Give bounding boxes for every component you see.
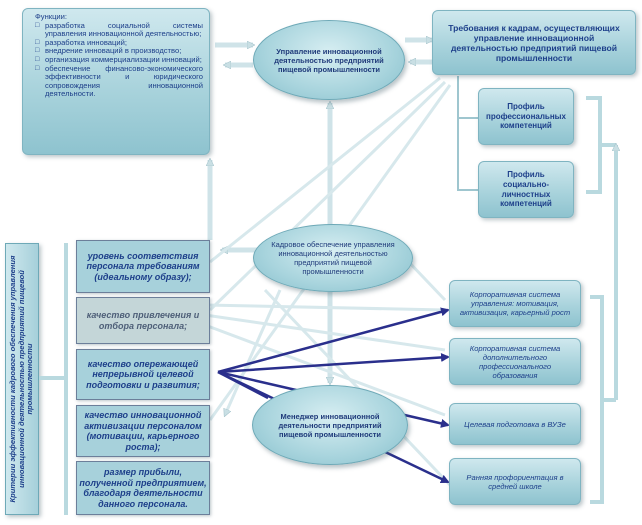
functions-box: Функции: разработка социальной системы у… <box>22 8 210 155</box>
management-ellipse-text: Управление инновационной деятельностью п… <box>274 46 384 74</box>
functions-item: внедрение инноваций в производство; <box>35 47 203 56</box>
corporate-education-box: Корпоративная система дополнительного пр… <box>449 338 581 385</box>
functions-item: разработка социальной системы управления… <box>35 21 203 39</box>
functions-list: разработка социальной системы управления… <box>35 21 203 99</box>
criteria-text: размер прибыли, полученной предприятием,… <box>79 467 207 509</box>
staffing-ellipse-text: Кадровое обеспечение управления инноваци… <box>271 240 395 276</box>
profile-connectors <box>457 76 478 191</box>
connector-to-profile-social <box>457 118 478 191</box>
line-quality-to-education <box>204 313 446 352</box>
criteria-text: качество опережающей непрерывной целевой… <box>86 358 200 390</box>
right-box-text: Корпоративная система управления: мотива… <box>459 290 571 317</box>
management-ellipse: Управление инновационной деятельностью п… <box>253 20 405 100</box>
criteria-vertical-box: Критерии эффективности кадрового обеспеч… <box>5 243 39 515</box>
bracket-profiles <box>586 96 602 194</box>
manager-ellipse-text: Менеджер инновационной деятельности пред… <box>278 411 382 439</box>
bracket-right-boxes <box>590 295 604 504</box>
line-quality-to-corporate <box>204 303 446 312</box>
early-orientation-box: Ранняя профориентация в средней школе <box>449 458 581 505</box>
functions-item: обеспечение финансово-экономического эфф… <box>35 64 203 99</box>
profile-professional-text: Профиль профессиональных компетенций <box>486 102 566 131</box>
criteria-text: качество привлечения и отбора персонала; <box>86 310 200 331</box>
criteria-column-link <box>39 376 64 380</box>
right-box-text: Целевая подготовка в ВУЗе <box>464 419 566 429</box>
functions-title: Функции: <box>35 12 68 21</box>
connector-to-profile-pro <box>457 76 478 119</box>
criteria-box-2: качество привлечения и отбора персонала; <box>76 297 210 344</box>
criteria-box-1: уровень соответствия персонала требовани… <box>76 240 210 293</box>
criteria-vertical-text: Критерии эффективности кадрового обеспеч… <box>7 255 35 503</box>
arrow-training-to-education <box>217 352 450 374</box>
right-box-text: Корпоративная система дополнительного пр… <box>469 343 561 380</box>
line-training-to-manager <box>217 370 269 400</box>
criteria-box-4: качество инновационной активизации персо… <box>76 405 210 457</box>
staffing-ellipse: Кадровое обеспечение управления инноваци… <box>253 224 413 292</box>
right-box-text: Ранняя профориентация в средней школе <box>466 472 564 491</box>
criteria-text: уровень соответствия персонала требовани… <box>86 250 200 282</box>
criteria-box-5: размер прибыли, полученной предприятием,… <box>76 461 210 515</box>
requirements-text: Требования к кадрам, осуществляющих упра… <box>448 22 620 63</box>
profile-professional-box: Профиль профессиональных компетенций <box>478 88 574 145</box>
profile-social-text: Профиль социально-личностных компетенций <box>500 170 552 209</box>
criteria-text: качество инновационной активизации персо… <box>84 410 202 452</box>
target-training-box: Целевая подготовка в ВУЗе <box>449 403 581 445</box>
requirements-box: Требования к кадрам, осуществляющих упра… <box>432 10 636 75</box>
profile-social-box: Профиль социально-личностных компетенций <box>478 161 574 218</box>
functions-item: разработка инноваций; <box>35 38 203 48</box>
criteria-column-bracket <box>64 243 68 515</box>
corporate-management-box: Корпоративная система управления: мотива… <box>449 280 581 327</box>
criteria-box-3: качество опережающей непрерывной целевой… <box>76 349 210 400</box>
brackets <box>586 96 616 504</box>
arrow-training-to-corporate <box>217 307 450 374</box>
manager-ellipse: Менеджер инновационной деятельности пред… <box>252 385 408 465</box>
functions-item: организация коммерциализации инноваций; <box>35 55 203 65</box>
arrow-staffing-to-criteria-low <box>225 289 282 415</box>
